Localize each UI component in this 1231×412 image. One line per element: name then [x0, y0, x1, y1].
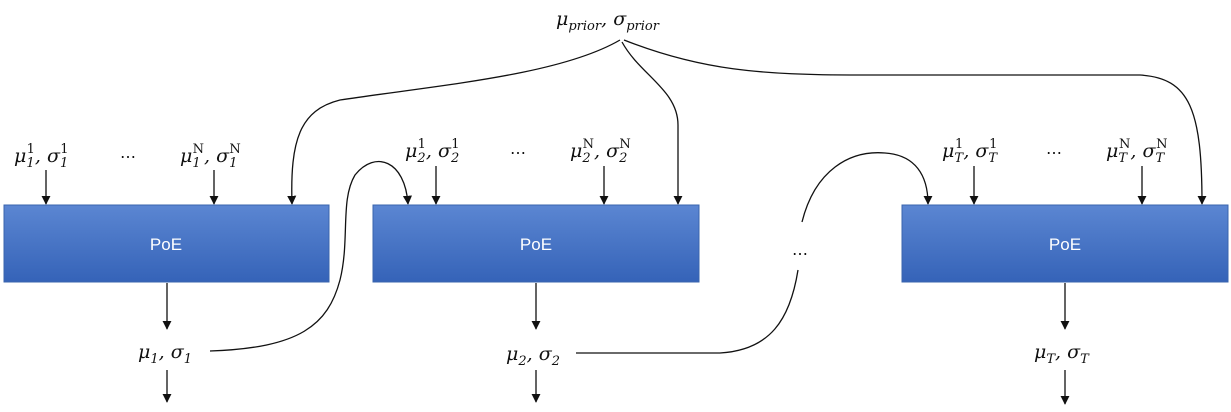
block-2-input-ellipsis: … — [510, 139, 526, 158]
block-3-label: PoE — [1049, 235, 1081, 254]
block-3-input-last: μTN, σTN — [1106, 137, 1168, 166]
block-3-input-ellipsis: … — [1046, 139, 1062, 158]
block-2-box — [372, 204, 700, 283]
block-1-to-block-2-link — [209, 160, 412, 352]
block-1-input-first: μ11, σ11 — [14, 142, 69, 171]
block-1-input-ellipsis: … — [120, 143, 136, 162]
ellipsis-to-block-3-link — [801, 152, 933, 223]
block-1-label: PoE — [150, 235, 182, 254]
block-2-label: PoE — [520, 235, 552, 254]
block-2-input-last: μ2N, σ2N — [570, 137, 631, 166]
block-1-input-last: μ1N, σ1N — [180, 142, 241, 171]
poe-block-1: μ11, σ11 … μ1N, σ1N PoE μ1, σ1 — [3, 142, 330, 403]
block-1-box — [3, 204, 330, 283]
prior-to-block-3-arrow — [623, 39, 1207, 205]
block-2-to-ellipsis-link — [576, 269, 799, 354]
block-2-input-first: μ21, σ21 — [405, 137, 460, 166]
prior-to-block-1-arrow — [287, 39, 621, 205]
prior-label: μprior, σprior — [556, 8, 660, 34]
block-2-output-label: μ2, σ2 — [506, 343, 560, 369]
block-1-output-label: μ1, σ1 — [138, 341, 192, 367]
prior-to-block-2-arrow — [621, 41, 683, 205]
poe-block-2: μ21, σ21 … μ2N, σ2N PoE μ2, σ2 — [372, 137, 700, 403]
block-3-box — [901, 204, 1229, 283]
chain-ellipsis: … — [792, 240, 808, 259]
poe-block-3: μT1, σT1 … μTN, σTN PoE μT, σT — [901, 137, 1229, 405]
block-3-output-label: μT, σT — [1034, 341, 1090, 367]
block-3-input-first: μT1, σT1 — [942, 137, 998, 166]
